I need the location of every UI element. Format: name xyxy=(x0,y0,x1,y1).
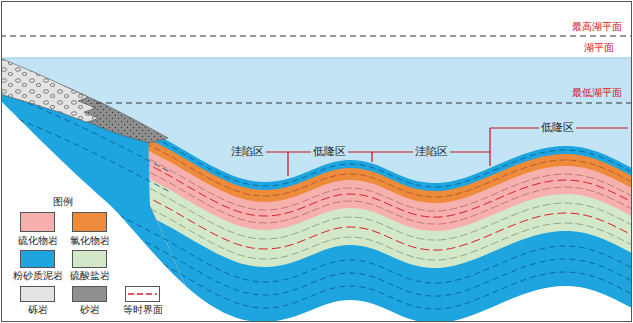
legend-label: 砾岩 xyxy=(28,304,48,316)
legend-swatch xyxy=(20,250,55,268)
legend-title: 图例 xyxy=(53,196,73,208)
region-label: 洼陷区 xyxy=(413,145,450,158)
legend-label: 等时界面 xyxy=(123,304,163,316)
legend-line-sample xyxy=(125,286,160,302)
legend-label: 氯化物岩 xyxy=(70,235,110,247)
region-label: 洼陷区 xyxy=(229,145,266,158)
legend-swatch xyxy=(72,212,107,232)
legend-label: 硫化物岩 xyxy=(18,235,58,247)
level-label: 最低湖平面 xyxy=(570,87,624,99)
mud-texture xyxy=(2,66,631,309)
level-label: 最高湖平面 xyxy=(570,21,624,33)
region-label: 低隆区 xyxy=(311,145,348,158)
legend-swatch xyxy=(20,286,55,302)
legend-label: 粉砂质泥岩 xyxy=(13,270,63,282)
lake-level-line xyxy=(2,58,631,59)
level-label: 湖平面 xyxy=(582,42,616,54)
region-bracket xyxy=(266,128,628,176)
highest-level-line xyxy=(2,36,631,37)
conglomerate-wedge xyxy=(2,58,100,122)
legend-swatch xyxy=(72,286,107,302)
legend-swatch xyxy=(20,212,55,232)
region-label: 低隆区 xyxy=(539,121,576,134)
ground-below xyxy=(2,100,631,321)
legend-swatch xyxy=(72,250,107,268)
legend-label: 砂岩 xyxy=(80,304,100,316)
legend-label: 硫酸盐岩 xyxy=(70,270,110,282)
lowest-level-line xyxy=(96,103,631,104)
